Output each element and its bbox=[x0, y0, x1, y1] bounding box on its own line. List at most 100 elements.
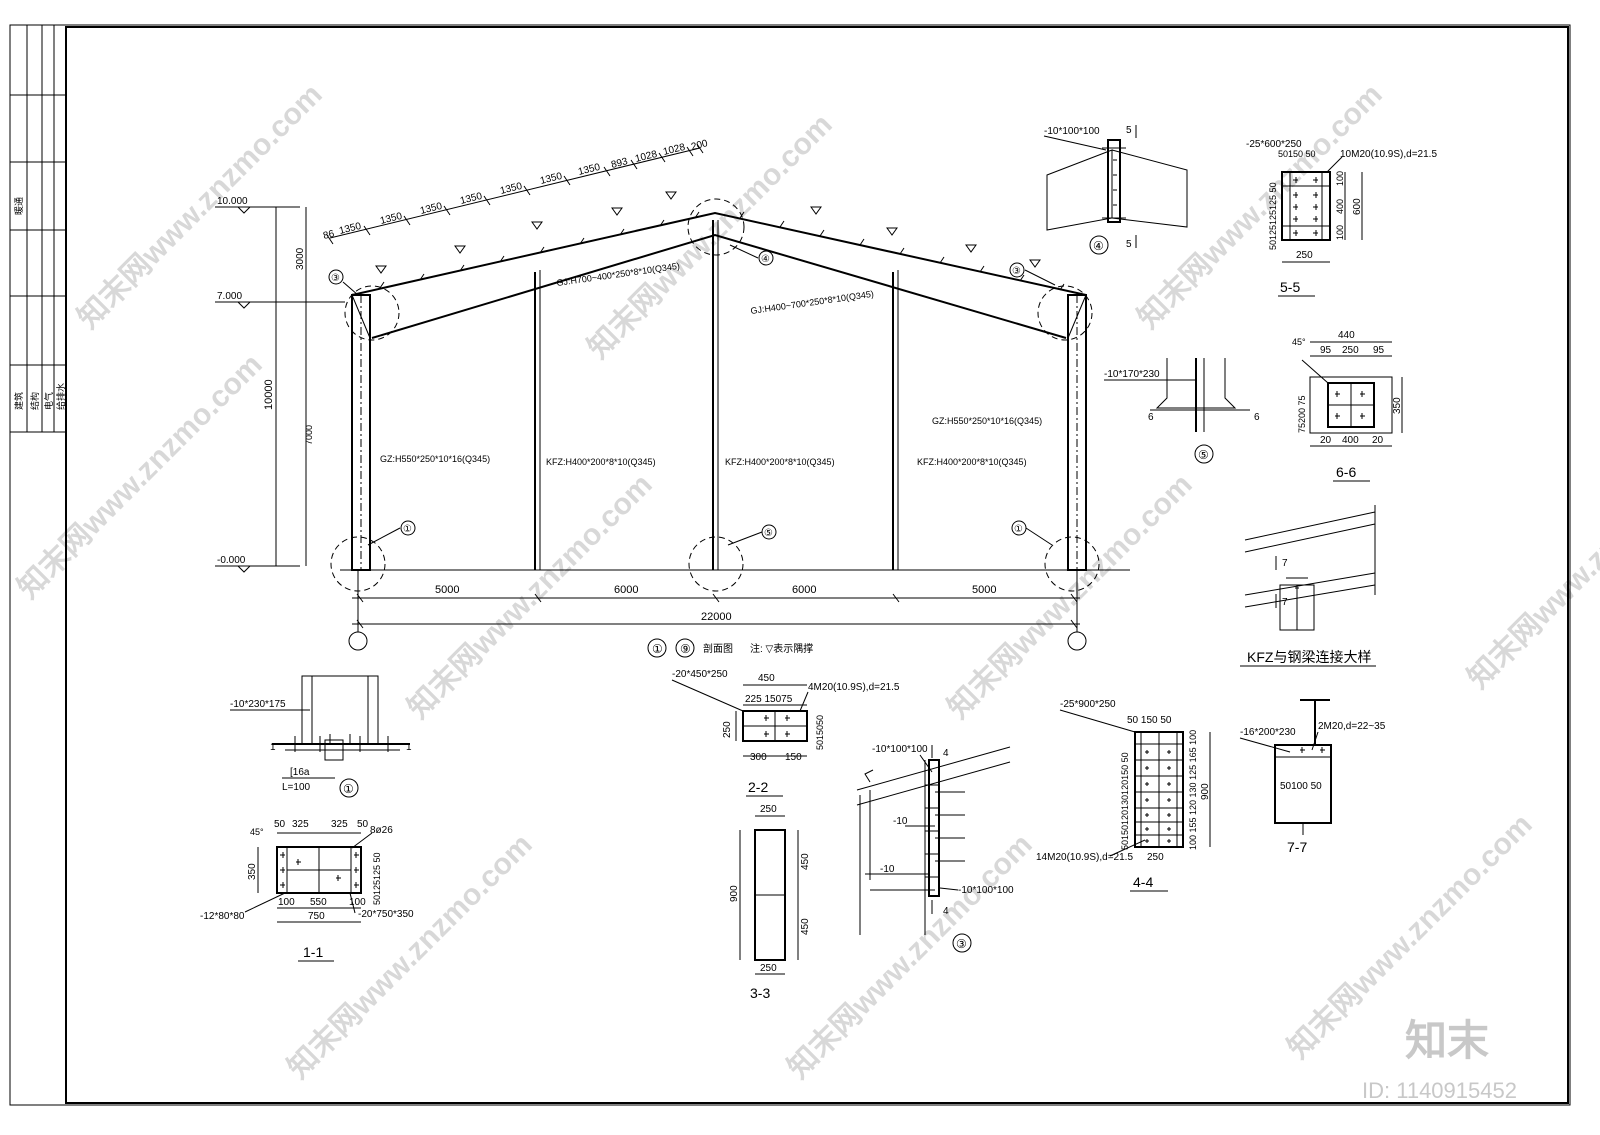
title-block: 建筑 结构 电气 给排水 暖通 bbox=[9, 25, 66, 433]
s66-angle: 45° bbox=[1292, 337, 1306, 347]
s22-height: 250 bbox=[722, 721, 733, 738]
watermark-text: 知末网www.znzmo.com bbox=[402, 468, 659, 725]
span-6000-right: 6000 bbox=[792, 584, 816, 596]
s66-height: 350 bbox=[1392, 397, 1403, 414]
s66-bottom-20-left: 20 bbox=[1320, 435, 1332, 446]
s33-width-bottom: 250 bbox=[760, 963, 777, 974]
elev-7000: 7.000 bbox=[217, 291, 242, 302]
main-elevation: 10.000 7.000 -0.000 3000 7000 10000 bbox=[215, 138, 1130, 658]
s33-width-top: 250 bbox=[760, 804, 777, 815]
callout-1-right: ① bbox=[1014, 524, 1023, 535]
watermark-logo: 知末 bbox=[1405, 1017, 1489, 1064]
tb-field-architecture: 建筑 bbox=[13, 392, 24, 410]
s55-side-dims: 50125125125 50 bbox=[1268, 182, 1278, 250]
detail-circle-5 bbox=[688, 536, 744, 592]
label-beam-right: GJ:H400~700*250*8*10(Q345) bbox=[750, 289, 875, 316]
detail-circle-3-right bbox=[1037, 285, 1093, 341]
caption-num-1: ① bbox=[652, 642, 663, 656]
span-5000-right: 5000 bbox=[972, 584, 996, 596]
s33-height: 900 bbox=[729, 885, 740, 902]
section-7-7: -16*200*230 2M20,d=22~35 50100 50 7-7 bbox=[1239, 699, 1386, 855]
label-kfz-3: KFZ:H400*200*8*10(Q345) bbox=[917, 457, 1027, 467]
watermark-id: ID: 1140915452 bbox=[1362, 1078, 1517, 1103]
s22-side-dims: 5015050 bbox=[815, 715, 825, 750]
detail5-plate: -10*170*230 bbox=[1104, 369, 1160, 380]
span-5000-left: 5000 bbox=[435, 584, 459, 596]
tb-field-plumbing: 给排水 bbox=[55, 383, 66, 410]
rafter-bottom-flange bbox=[371, 233, 1067, 339]
s11-side-dims: 50125125 50 bbox=[372, 852, 382, 905]
detail1-plate: -10*230*175 bbox=[230, 699, 286, 710]
roof-dim-1350: 1350 bbox=[379, 211, 404, 227]
detail3-title: ③ bbox=[956, 937, 967, 951]
s11-title: 1-1 bbox=[303, 944, 323, 960]
s22-bottom-300: 300 bbox=[750, 752, 767, 763]
s11-top-325-left: 325 bbox=[292, 819, 309, 830]
grid-bubble-right bbox=[1067, 631, 1087, 651]
elevation-marks: 10.000 7.000 -0.000 bbox=[215, 196, 300, 573]
detail1-length: L=100 bbox=[282, 782, 311, 793]
label-kfz-2: KFZ:H400*200*8*10(Q345) bbox=[725, 457, 835, 467]
kfz-connection-detail: 7 7 KFZ与钢梁连接大样 bbox=[1240, 505, 1376, 667]
callout-4: ④ bbox=[761, 254, 770, 265]
s11-bottom-100-right: 100 bbox=[349, 897, 366, 908]
label-column-right: GZ:H550*250*10*16(Q345) bbox=[932, 416, 1042, 426]
detail-4: -10*100*100 5 5 ④ bbox=[1043, 125, 1188, 255]
detail3-stiffener-2: -10 bbox=[880, 864, 895, 875]
span-22000: 22000 bbox=[701, 611, 732, 623]
detail4-plate: -10*100*100 bbox=[1044, 126, 1100, 137]
span-6000-left: 6000 bbox=[614, 584, 638, 596]
s11-width: 750 bbox=[308, 911, 325, 922]
detail3-plate-top: -10*100*100 bbox=[872, 744, 928, 755]
s55-bolts: 10M20(10.9S),d=21.5 bbox=[1340, 149, 1437, 160]
s33-half-bottom: 450 bbox=[800, 918, 811, 935]
detail-3: -10*100*100 -10 -10 -10*100*100 4 4 ③ bbox=[856, 744, 1014, 953]
s22-bottom-150: 150 bbox=[785, 752, 802, 763]
roof-dimension-chain: 86 1350 1350 1350 1350 1350 1350 1350 89… bbox=[322, 138, 709, 245]
roof-dim-1028: 1028 bbox=[634, 149, 659, 165]
s44-plate: -25*900*250 bbox=[1060, 699, 1116, 710]
detail1-mark-right: 1 bbox=[406, 742, 412, 753]
kfz-detail-title: KFZ与钢梁连接大样 bbox=[1247, 649, 1371, 665]
section-3-3: 250 900 450 450 250 3-3 bbox=[729, 804, 811, 1001]
s77-dims: 50100 50 bbox=[1280, 781, 1322, 792]
roof-dim-1028: 1028 bbox=[662, 142, 687, 158]
elevation-caption: ① ⑨ 剖面图 注: ▽表示隅撑 bbox=[647, 638, 813, 658]
s55-right-dim-100-top: 100 bbox=[1335, 171, 1345, 186]
detail1-title: ① bbox=[343, 782, 354, 796]
s66-width: 440 bbox=[1338, 330, 1355, 341]
kfz-mark-top: 7 bbox=[1282, 558, 1288, 569]
brace-symbols bbox=[375, 191, 1041, 274]
detail3-mark-top: 4 bbox=[943, 748, 949, 759]
detail3-mark-bottom: 4 bbox=[943, 906, 949, 917]
section-2-2: -20*450*250 450 225 15075 4M20(10.9S),d=… bbox=[671, 669, 900, 797]
detail1-channel: [16a bbox=[290, 767, 310, 778]
tb-field-hvac: 暖通 bbox=[13, 197, 24, 215]
caption-note: 注: ▽表示隅撑 bbox=[750, 642, 813, 655]
detail-circle-4 bbox=[687, 198, 745, 256]
callouts: ③ ④ ③ ① ⑤ ① bbox=[328, 244, 1056, 546]
s33-title: 3-3 bbox=[750, 985, 770, 1001]
watermark-text: 知末网www.znzmo.com bbox=[942, 468, 1199, 725]
watermark-text: 知末网www.znzmo.com bbox=[1462, 438, 1600, 695]
watermark-text: 知末网www.znzmo.com bbox=[782, 828, 1039, 1085]
kfz-mark-bottom: 7 bbox=[1282, 597, 1288, 608]
s11-top-50-left: 50 bbox=[274, 819, 286, 830]
grid-bubble-left bbox=[348, 631, 368, 651]
s55-right-dim-400: 400 bbox=[1335, 199, 1345, 214]
s11-bolts: 8ø26 bbox=[370, 825, 393, 836]
detail-circle-3-left bbox=[344, 285, 400, 341]
bolt-group-4-4 bbox=[1145, 750, 1171, 843]
dim-7000: 7000 bbox=[304, 425, 314, 445]
watermark-text: 知末网www.znzmo.com bbox=[72, 78, 329, 335]
detail-circle-1-right bbox=[1044, 536, 1100, 592]
s77-plate: -16*200*230 bbox=[1240, 727, 1296, 738]
s11-plate-left: -12*80*80 bbox=[200, 911, 245, 922]
purlins bbox=[379, 211, 1065, 291]
height-dimensions: 3000 7000 10000 bbox=[263, 207, 345, 566]
s55-plate: -25*600*250 bbox=[1246, 139, 1302, 150]
callout-1-left: ① bbox=[403, 524, 412, 535]
s11-plate-right: -20*750*350 bbox=[358, 909, 414, 920]
